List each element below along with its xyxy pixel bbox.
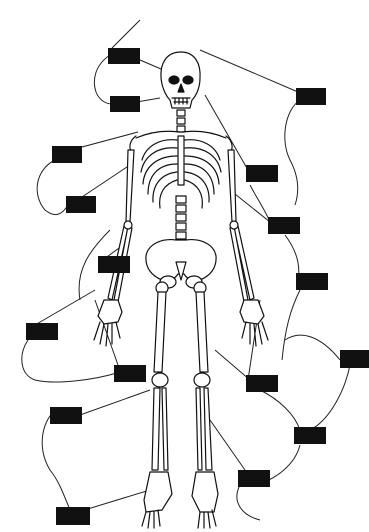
leader-line: [215, 350, 250, 380]
leader-line: [282, 290, 300, 360]
right-foot: [192, 472, 218, 512]
left-leg: [142, 282, 172, 528]
label-box[interactable]: [268, 217, 300, 234]
right-leg: [192, 282, 218, 528]
label-box[interactable]: [26, 323, 58, 340]
label-box[interactable]: [108, 48, 140, 64]
leader-line: [210, 420, 245, 470]
label-box[interactable]: [52, 146, 82, 163]
left-arm: [94, 150, 134, 346]
label-box[interactable]: [66, 196, 96, 213]
label-box[interactable]: [246, 165, 278, 182]
label-box[interactable]: [296, 273, 328, 290]
pelvis: [146, 240, 216, 288]
leader-line: [42, 410, 70, 510]
label-box[interactable]: [114, 365, 146, 382]
leader-line: [285, 100, 300, 205]
label-box[interactable]: [294, 427, 326, 444]
label-box[interactable]: [50, 407, 82, 424]
leader-line: [205, 95, 248, 170]
skull: [161, 52, 200, 108]
left-hand: [98, 300, 122, 324]
leader-line: [37, 160, 68, 215]
label-box[interactable]: [340, 350, 369, 368]
leader-line: [310, 365, 350, 430]
leader-line: [80, 390, 150, 415]
leader-line: [22, 340, 120, 382]
label-box[interactable]: [238, 470, 270, 487]
label-box[interactable]: [56, 507, 90, 525]
label-box[interactable]: [98, 256, 130, 273]
label-box[interactable]: [246, 375, 278, 392]
label-box[interactable]: [296, 88, 326, 105]
left-foot: [144, 472, 172, 512]
leader-line: [200, 50, 298, 92]
leader-line: [260, 390, 300, 430]
right-hand: [240, 300, 264, 324]
leader-line: [250, 185, 270, 222]
skeleton: [94, 52, 268, 528]
leader-line: [237, 485, 260, 520]
leader-line: [285, 335, 340, 360]
leader-line: [35, 290, 95, 325]
leader-line: [112, 20, 140, 48]
label-box[interactable]: [110, 96, 140, 112]
